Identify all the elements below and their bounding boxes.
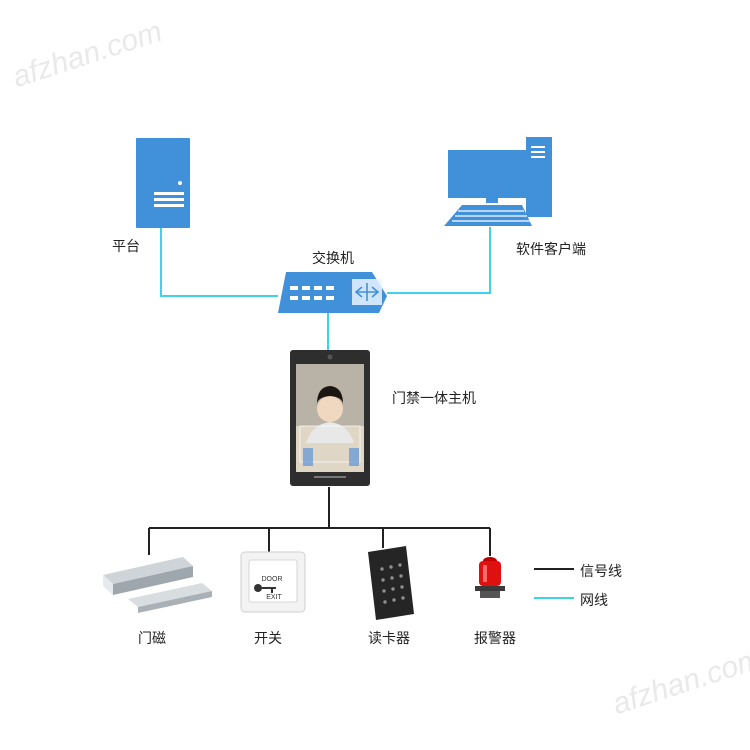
alarm-light-icon bbox=[475, 557, 505, 598]
card-reader-label: 读卡器 bbox=[368, 631, 410, 647]
card-reader-icon bbox=[368, 546, 414, 620]
door-magnet-label: 门磁 bbox=[138, 631, 166, 647]
network-line-legend-label: 网线 bbox=[580, 593, 608, 609]
client-label: 软件客户端 bbox=[516, 242, 586, 258]
network-line-platform bbox=[160, 228, 278, 297]
computer-icon bbox=[444, 137, 552, 226]
switch-icon bbox=[278, 272, 387, 313]
platform-label: 平台 bbox=[112, 239, 140, 255]
controller-label: 门禁一体主机 bbox=[392, 391, 476, 407]
network-line-client bbox=[387, 227, 491, 294]
exit-button-top-text: DOOR bbox=[262, 576, 283, 583]
server-icon bbox=[136, 138, 190, 228]
exit-switch-label: 开关 bbox=[254, 631, 282, 647]
exit-button-bottom-text: EXIT bbox=[266, 594, 282, 601]
magnetic-lock-icon bbox=[103, 557, 212, 613]
network-lines bbox=[160, 227, 491, 350]
exit-button-icon bbox=[240, 551, 306, 613]
access-terminal-icon bbox=[290, 350, 370, 486]
signal-lines bbox=[148, 487, 491, 556]
legend-lines bbox=[534, 568, 574, 599]
signal-line-legend-label: 信号线 bbox=[580, 564, 622, 580]
switch-label: 交换机 bbox=[312, 251, 354, 267]
alarm-label: 报警器 bbox=[474, 631, 516, 647]
